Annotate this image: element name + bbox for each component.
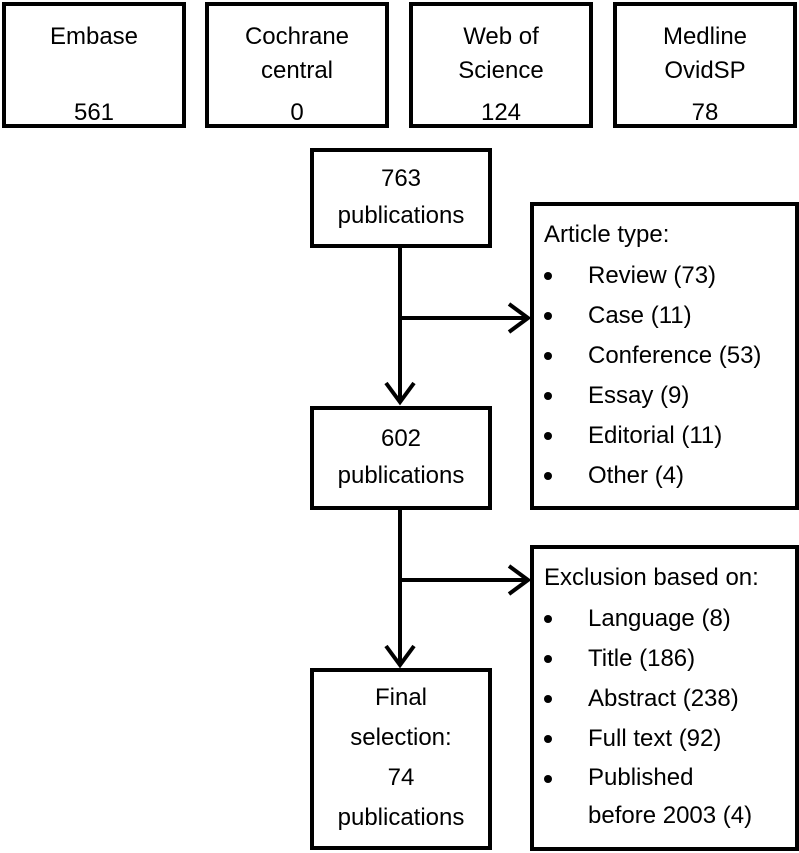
final-count: 74 xyxy=(387,764,415,791)
item-label: Case (11) xyxy=(588,302,692,329)
item-label: Essay (9) xyxy=(588,382,690,409)
item-label: Language (8) xyxy=(588,605,731,632)
stage-count: 763 xyxy=(380,165,422,192)
source-count: 124 xyxy=(480,99,522,126)
arrow-head-article-type xyxy=(507,302,532,334)
source-medline-box: Medline OvidSP 78 xyxy=(613,2,797,128)
source-count: 78 xyxy=(691,99,719,126)
arrow-head-exclusion xyxy=(507,564,532,596)
bullet-icon xyxy=(544,272,552,280)
list-item: Editorial (11) xyxy=(534,416,795,456)
list-item: Other (4) xyxy=(534,456,795,496)
final-line1: Final xyxy=(374,684,428,711)
stage-602-box: 602 publications xyxy=(310,406,492,510)
exclusion-box: Exclusion based on: Language (8) Title (… xyxy=(530,545,799,851)
item-label: Published before 2003 (4) xyxy=(588,764,753,829)
source-embase-box: Embase 561 xyxy=(2,2,186,128)
list-item: Case (11) xyxy=(534,296,795,336)
source-name: Cochrane central xyxy=(244,23,350,84)
list-item: Essay (9) xyxy=(534,376,795,416)
exclusion-header: Exclusion based on: xyxy=(544,564,759,591)
arrow-head-final xyxy=(384,644,416,669)
final-selection-box: Final selection: 74 publications xyxy=(310,668,492,850)
stage-label: publications xyxy=(337,462,465,489)
list-item: Abstract (238) xyxy=(534,679,795,719)
bullet-icon xyxy=(544,432,552,440)
bullet-icon xyxy=(544,775,552,783)
article-type-header: Article type: xyxy=(544,221,670,248)
item-label: Review (73) xyxy=(588,262,717,289)
exclusion-list: Language (8) Title (186) Abstract (238) … xyxy=(534,599,795,835)
item-label: Title (186) xyxy=(588,645,696,672)
stage-count: 602 xyxy=(380,425,422,452)
source-count: 561 xyxy=(73,99,115,126)
list-item: Conference (53) xyxy=(534,336,795,376)
bullet-icon xyxy=(544,472,552,480)
item-label: Abstract (238) xyxy=(588,685,739,712)
final-label: publications xyxy=(337,804,465,831)
article-type-box: Article type: Review (73) Case (11) Conf… xyxy=(530,202,799,510)
source-name: Web of Science xyxy=(458,23,544,84)
item-label: Full text (92) xyxy=(588,725,722,752)
source-count: 0 xyxy=(290,99,304,126)
item-label: Editorial (11) xyxy=(588,422,723,449)
arrow-head-602 xyxy=(384,381,416,406)
bullet-icon xyxy=(544,695,552,703)
list-item: Full text (92) xyxy=(534,719,795,759)
item-label: Conference (53) xyxy=(588,342,762,369)
stage-label: publications xyxy=(337,202,465,229)
list-item: Published before 2003 (4) xyxy=(534,759,795,835)
list-item: Language (8) xyxy=(534,599,795,639)
source-name: Embase xyxy=(49,23,139,50)
list-item: Review (73) xyxy=(534,256,795,296)
item-label: Other (4) xyxy=(588,462,685,489)
bullet-icon xyxy=(544,352,552,360)
bullet-icon xyxy=(544,392,552,400)
source-name: Medline OvidSP xyxy=(662,23,748,84)
stage-763-box: 763 publications xyxy=(310,148,492,248)
source-cochrane-box: Cochrane central 0 xyxy=(205,2,389,128)
final-line2: selection: xyxy=(350,724,452,751)
list-item: Title (186) xyxy=(534,639,795,679)
article-type-list: Review (73) Case (11) Conference (53) Es… xyxy=(534,256,795,496)
bullet-icon xyxy=(544,735,552,743)
bullet-icon xyxy=(544,655,552,663)
bullet-icon xyxy=(544,615,552,623)
source-wos-box: Web of Science 124 xyxy=(409,2,593,128)
bullet-icon xyxy=(544,312,552,320)
